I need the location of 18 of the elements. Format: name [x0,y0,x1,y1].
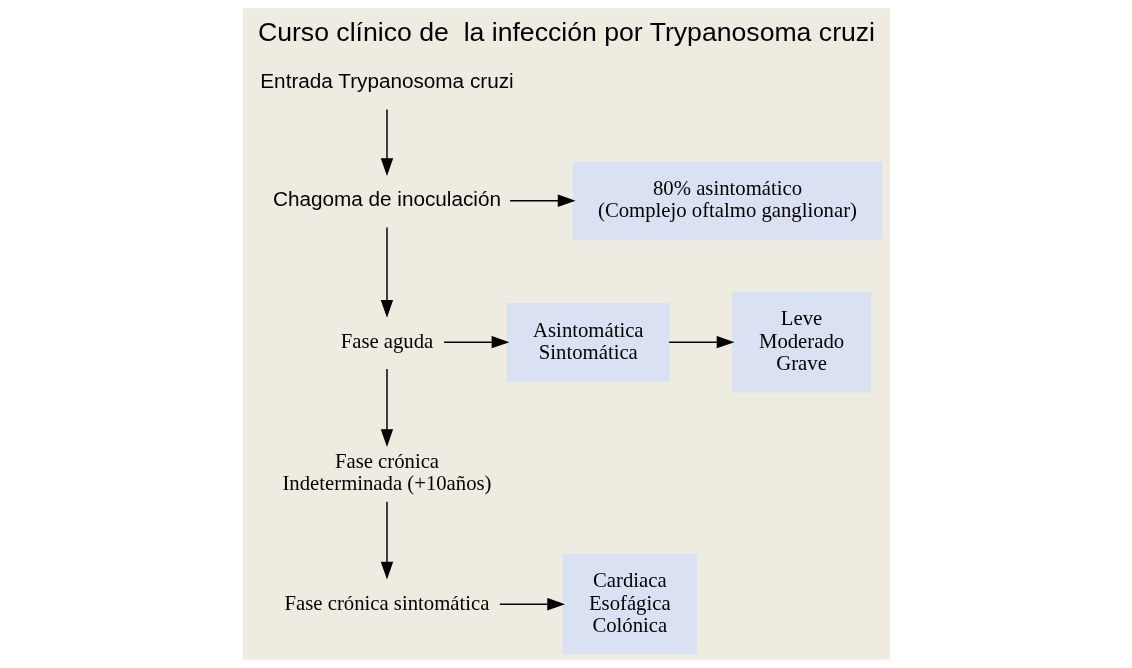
node-box: Cardiaca Esofágica Colónica [561,553,697,655]
node-text: Fase crónica Indeterminada (+10años) [281,449,491,494]
arrow [498,597,565,611]
node-text: Fase crónica sintomática [284,591,489,614]
node-text: Fase aguda [340,329,433,352]
arrow [508,194,576,207]
arrow [442,335,509,349]
arrow [380,108,393,176]
node-box: Asintomática Sintomática [506,302,670,382]
arrow [380,226,393,318]
arrow [667,335,734,349]
node-text: Chagoma de inoculación [272,187,501,211]
node-text: Entrada Trypanosoma cruzi [259,68,514,92]
node-box: 80% asintomático (Complejo oftalmo ganglionar) [572,161,882,240]
arrow [380,501,393,580]
diagram-title: Curso clínico de la infección por Trypanosoma cruzi [257,17,875,48]
node-box: Leve Moderado Grave [731,291,871,393]
arrow [380,368,393,447]
